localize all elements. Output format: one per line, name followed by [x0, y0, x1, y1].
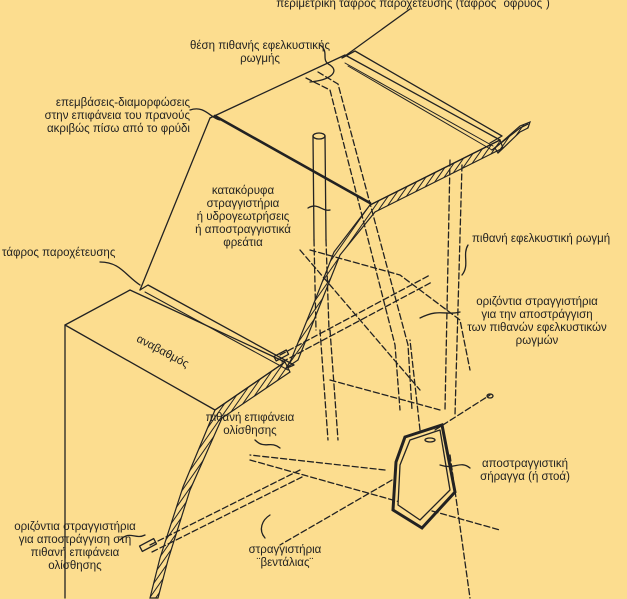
leader-gallery: [439, 464, 471, 469]
label-tension-crack-location: θέση πιθανής εφελκυστικής ρωγμής: [189, 40, 330, 65]
label-drainage-gallery: αποστραγγιστική σήραγγα (ή στοά): [480, 458, 570, 483]
bench-ditch: [139, 284, 295, 369]
label-fan-drains: στραγγιστήρια ¨βεντάλιας¨: [248, 544, 322, 569]
label-drainage-ditch: τάφρος παροχέτευσης: [2, 247, 116, 259]
gallery-hatch: [391, 423, 457, 530]
tension-crack-dashed: [305, 77, 401, 411]
lower-slope-face-hatch: [149, 361, 291, 599]
right-ground-hatch: [494, 120, 531, 154]
vertical-drain-top: [312, 132, 326, 140]
label-slip-surface: πιθανή επιφάνεια ολίσθησης: [205, 412, 295, 437]
label-horizontal-drains-slip: οριζόντια στραγγιστήρια για αποστράγγιση…: [14, 521, 136, 572]
leader-tension-crack-location: [309, 44, 335, 83]
label-surface-works: επεμβάσεις-διαμορφώσεις στην επιφάνεια τ…: [44, 97, 190, 135]
leader-perimeter-ditch: [344, 8, 411, 57]
leader-possible-crack: [461, 244, 469, 276]
leader-drainage-ditch: [99, 261, 141, 286]
perimeter-ditch-strip: [341, 50, 503, 144]
leader-slip-surface: [254, 439, 281, 449]
leader-surface-works: [189, 108, 221, 121]
slope-crest-line: [213, 114, 372, 205]
leader-horizontal-drains-slip: [119, 534, 146, 541]
drainage-gallery: [397, 429, 451, 521]
label-vertical-drains: κατακόρυφα στραγγιστήρια ή υδρογεωτρήσει…: [195, 185, 291, 249]
label-possible-tension-crack: πιθανή εφελκυστική ρωγμή: [472, 233, 611, 245]
upper-slope-face-left: [139, 117, 211, 291]
upper-surface-outline: [209, 54, 501, 206]
leader-vertical-drains: [307, 205, 331, 211]
label-horizontal-drains-cracks: οριζόντια στραγγιστήρια για την αποστράγ…: [467, 296, 607, 347]
leader-fan-drains: [260, 514, 271, 539]
slip-surface-dashed: [309, 249, 471, 371]
leader-horizontal-drains-cracks: [419, 311, 461, 319]
label-perimeter-ditch: περιμετρική τάφρος παροχέτευσης (τάφρος …: [276, 0, 550, 10]
